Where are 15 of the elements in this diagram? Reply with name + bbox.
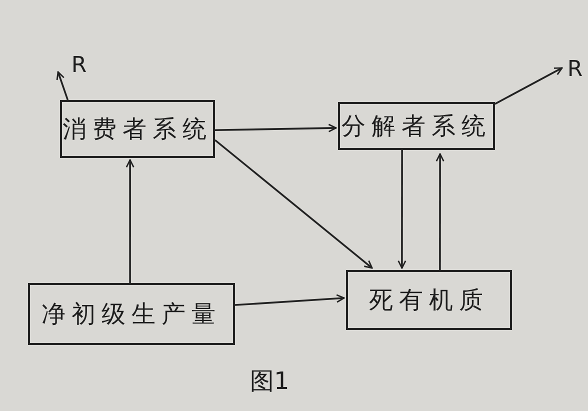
output-label: R bbox=[68, 52, 90, 78]
arrow bbox=[436, 153, 444, 270]
arrow bbox=[214, 124, 337, 132]
process-box: 死有机质 bbox=[346, 270, 512, 330]
arrow bbox=[234, 294, 345, 306]
figure-caption: 图1 bbox=[250, 366, 290, 397]
process-box: 分解者系统 bbox=[338, 102, 495, 150]
arrow bbox=[494, 67, 563, 105]
process-box: 净初级生产量 bbox=[28, 283, 235, 345]
arrow bbox=[214, 139, 373, 269]
output-label: R bbox=[564, 56, 586, 82]
process-box: 消费者系统 bbox=[60, 100, 215, 158]
arrow bbox=[126, 159, 134, 283]
arrow bbox=[56, 71, 69, 100]
arrow bbox=[398, 150, 406, 269]
